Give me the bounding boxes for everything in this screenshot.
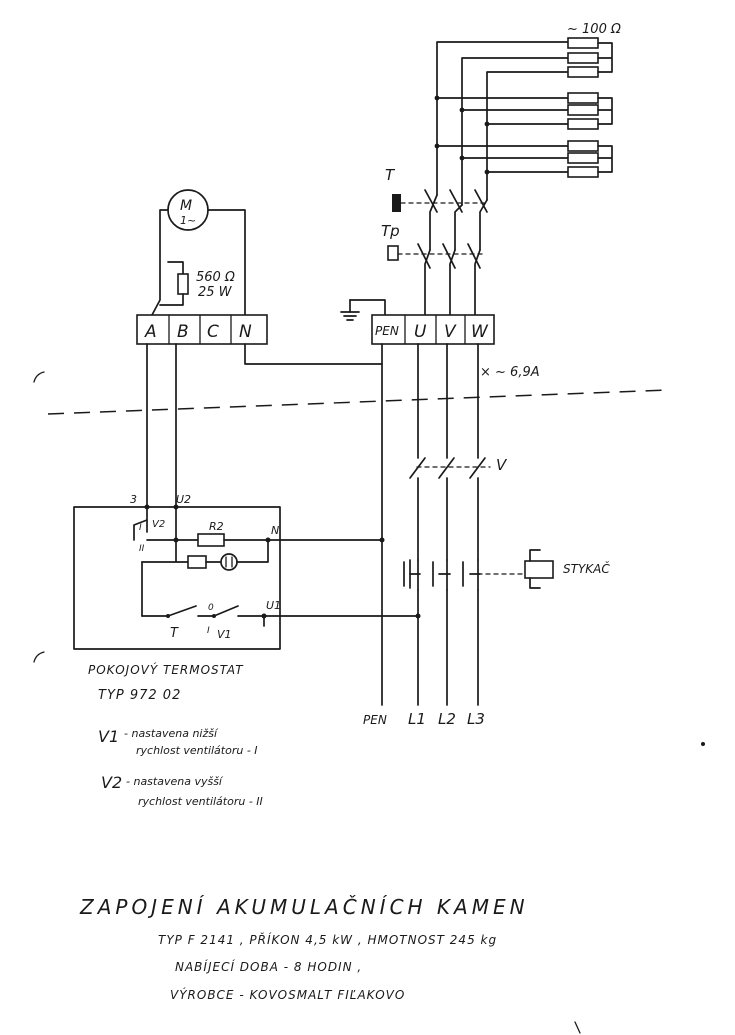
- note-v1-symbol: V1: [98, 727, 119, 746]
- note-v1-line2: rychlost ventilátoru - I: [136, 744, 258, 757]
- supply-l1: L1: [408, 710, 426, 728]
- v2-label: V2: [152, 519, 165, 530]
- note-v1-line1: - nastavena nižší: [124, 727, 219, 740]
- terminal-pen: PEN: [375, 324, 399, 338]
- main-switch-label: V: [496, 456, 508, 474]
- note-v2-line1: - nastavena vyšší: [126, 775, 224, 788]
- boundary-line: [47, 389, 669, 415]
- phase-current-label: × ~ 6,9A: [480, 365, 540, 380]
- node-u1: U1: [266, 599, 281, 612]
- v1-pos-0: 0: [208, 603, 214, 613]
- resistor-bank-label: ~ 100 Ω: [567, 22, 621, 37]
- v1-pos-i: I: [207, 626, 210, 636]
- motor-phase: 1~: [180, 214, 196, 227]
- motor-resistor-power: 25 W: [198, 285, 233, 300]
- main-switch: V: [409, 456, 508, 479]
- thermal-switch-t-label: T: [385, 166, 396, 184]
- supply-labels: PEN L1 L2 L3: [363, 710, 485, 728]
- terminal-v: V: [444, 322, 457, 342]
- terminal-w: W: [471, 322, 489, 342]
- fan-motor: M 1~ 560 Ω 25 W: [151, 189, 246, 316]
- terminal-b: B: [177, 322, 189, 342]
- terminal-n: N: [239, 322, 252, 342]
- node-3: 3: [130, 493, 137, 506]
- terminal-block-left: A B C N: [136, 314, 268, 345]
- diagram-title: ZAPOJENÍ AKUMULAČNÍCH KAMEN: [79, 895, 529, 919]
- supply-l2: L2: [438, 710, 456, 728]
- thermal-switch-tp-label: Tp: [381, 222, 400, 240]
- supply-pen: PEN: [363, 713, 387, 727]
- title-block: ZAPOJENÍ AKUMULAČNÍCH KAMEN TYP F 2141 ,…: [79, 895, 529, 1002]
- note-v2-symbol: V2: [101, 773, 122, 792]
- thermostat-title: POKOJOVÝ TERMOSTAT: [88, 662, 244, 677]
- thermal-switches: T Tp: [381, 166, 488, 319]
- supply-feeds: [146, 343, 479, 706]
- title-line3: VÝROBCE - KOVOSMALT FIĽAKOVO: [170, 987, 405, 1002]
- terminal-a: A: [144, 322, 157, 342]
- terminal-c: C: [207, 322, 219, 342]
- motor-resistor-value: 560 Ω: [196, 270, 235, 285]
- thermostat-type: TYP 972 02: [98, 688, 181, 703]
- supply-l3: L3: [467, 710, 485, 728]
- v2-pos-i: I: [139, 523, 142, 533]
- title-line1: TYP F 2141 , PŘÍKON 4,5 kW , HMOTNOST 24…: [158, 932, 497, 947]
- thermal-switch-t-symbol: [392, 194, 401, 212]
- motor-symbol: M: [180, 198, 192, 214]
- note-v2-line2: rychlost ventilátoru - II: [138, 795, 263, 808]
- terminal-block-right: PEN U V W × ~ 6,9A: [340, 299, 540, 380]
- v2-pos-ii: II: [139, 544, 145, 554]
- v1-label: V1: [217, 628, 232, 641]
- terminal-u: U: [414, 322, 427, 342]
- r2-label: R2: [209, 520, 224, 533]
- switch-t-label: T: [170, 626, 179, 641]
- contactor: STYKAČ: [403, 549, 610, 706]
- title-line2: NABÍJECÍ DOBA - 8 HODIN ,: [175, 959, 362, 974]
- resistor-bank: ~ 100 Ω: [434, 22, 621, 206]
- thermostat-notes: POKOJOVÝ TERMOSTAT TYP 972 02 V1 - nasta…: [88, 662, 263, 808]
- contactor-label: STYKAČ: [563, 561, 610, 576]
- room-thermostat: 3 U2 I V2 II R2 N T 0 I V1: [73, 493, 421, 650]
- node-n: N: [271, 524, 279, 537]
- node-u2: U2: [176, 493, 191, 506]
